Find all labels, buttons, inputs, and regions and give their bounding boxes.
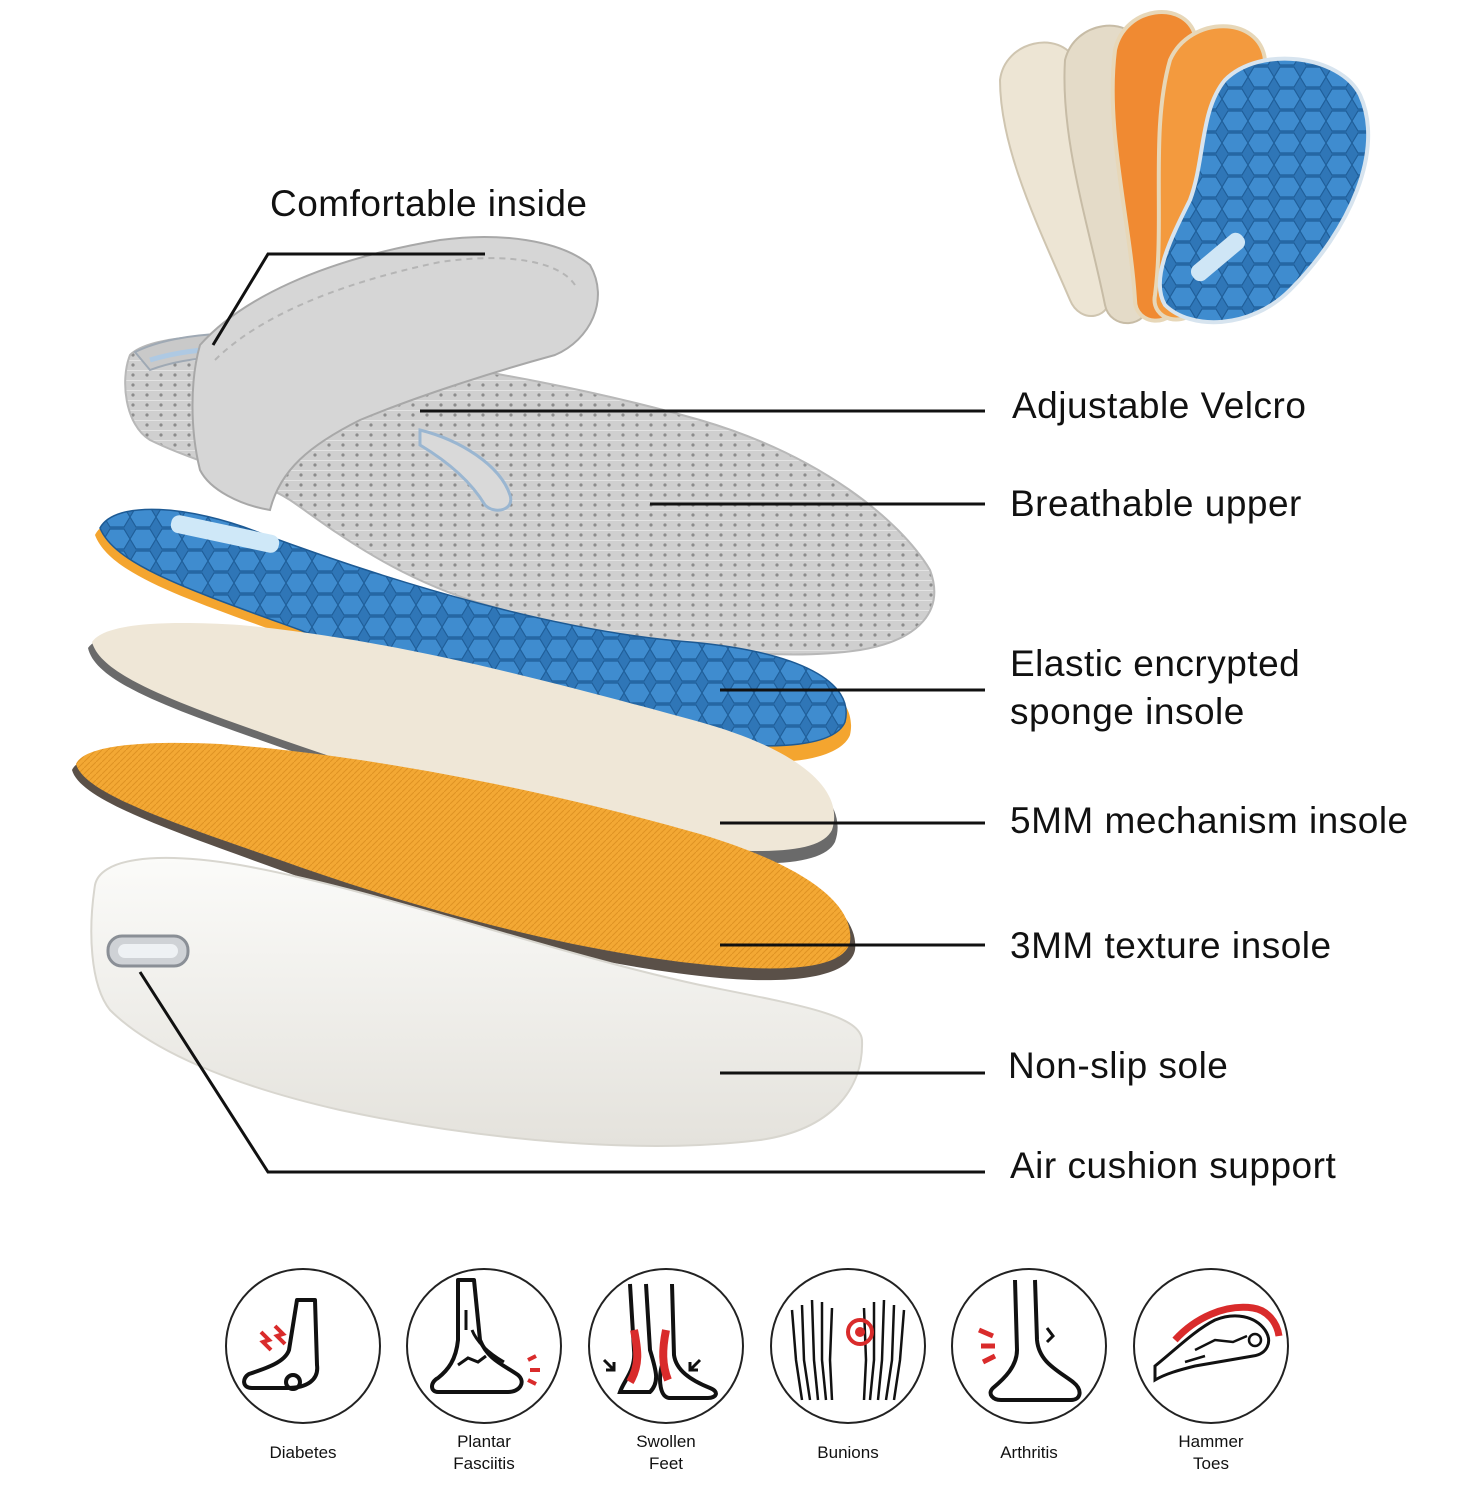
shoe-upper	[124, 236, 936, 656]
bunions-label: Bunions	[817, 1443, 879, 1462]
velcro-strap	[191, 236, 599, 512]
leader-comfortable	[211, 252, 485, 346]
label-elastic-sponge-line2: sponge insole	[1010, 691, 1245, 732]
label-comfortable-inside: Comfortable inside	[270, 183, 588, 224]
insole-tag	[1190, 232, 1246, 282]
sponge-insole-blue-top	[99, 508, 847, 747]
leader-air	[138, 971, 985, 1174]
sponge-insole-tag	[170, 515, 280, 553]
label-air-cushion: Air cushion support	[1010, 1145, 1337, 1186]
hammer-toes-icon	[1133, 1268, 1289, 1424]
diabetes-label: Diabetes	[269, 1443, 337, 1462]
texture-insole-top	[76, 742, 851, 969]
velcro-loop	[418, 428, 513, 512]
texture-insole-layer	[72, 742, 856, 981]
label-breathable-upper: Breathable upper	[1010, 483, 1302, 524]
insole-stack-thumbnail	[998, 10, 1371, 325]
label-texture-insole: 3MM texture insole	[1010, 925, 1332, 966]
mechanism-insole-top	[92, 623, 835, 851]
label-non-slip-sole: Non-slip sole	[1008, 1045, 1229, 1086]
mechanism-insole-layer	[88, 623, 838, 864]
sponge-insole-layer	[95, 508, 852, 763]
sole-body	[90, 856, 864, 1147]
leader-lines	[138, 252, 985, 1174]
swollen-feet-icon	[588, 1268, 744, 1424]
label-elastic-sponge-line1: Elastic encrypted	[1010, 643, 1301, 684]
sole-layer	[90, 856, 864, 1147]
velcro-stitching	[214, 257, 576, 361]
label-mechanism-insole: 5MM mechanism insole	[1010, 800, 1409, 841]
plantar-fasciitis-label: Plantar Fasciitis	[453, 1432, 515, 1473]
bunions-icon	[770, 1268, 926, 1424]
label-adjustable-velcro: Adjustable Velcro	[1012, 385, 1307, 426]
swollen-feet-label: Swollen Feet	[636, 1432, 696, 1473]
hammer-toes-label: Hammer Toes	[1178, 1432, 1244, 1473]
arthritis-label: Arthritis	[1000, 1443, 1058, 1462]
diabetes-foot-icon	[225, 1268, 381, 1424]
arthritis-icon	[951, 1268, 1107, 1424]
plantar-fasciitis-icon	[406, 1268, 562, 1424]
